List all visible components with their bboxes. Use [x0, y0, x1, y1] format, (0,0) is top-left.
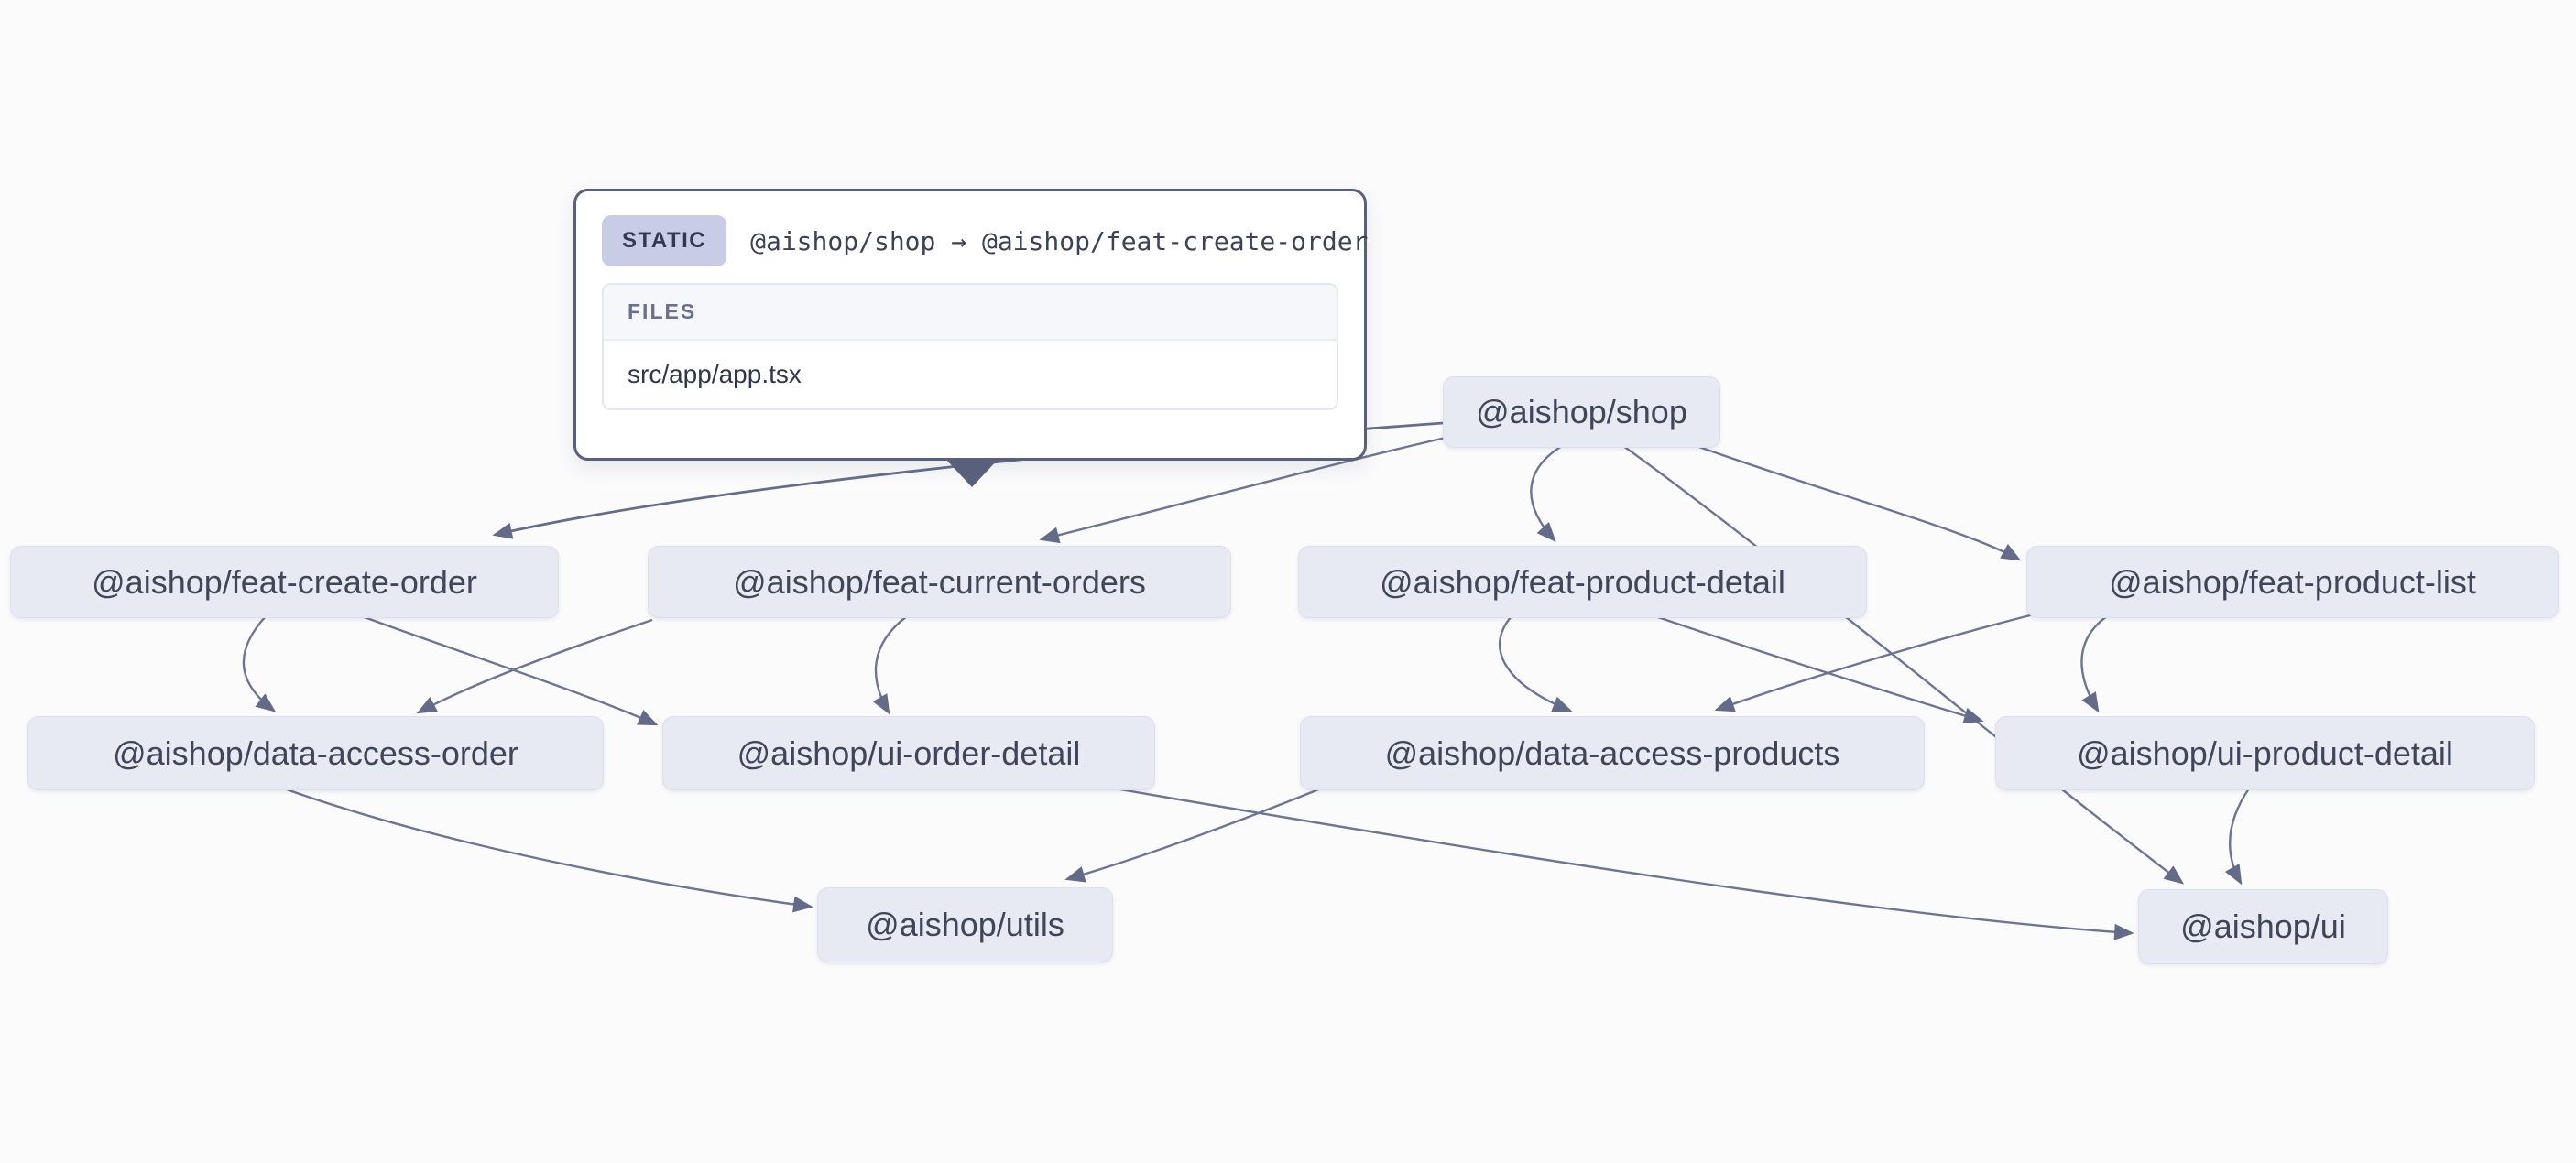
edge-feat-current-orders-to-data-access-order[interactable]	[416, 618, 653, 714]
edge-feat-current-orders-to-ui-order-detail[interactable]	[872, 615, 908, 715]
node-feat-product-list[interactable]: @aishop/feat-product-list	[2026, 546, 2559, 618]
tooltip-caret	[945, 459, 999, 487]
edge-route-text: @aishop/shop → @aishop/feat-create-order	[750, 225, 1369, 256]
file-path-item[interactable]: src/app/app.tsx	[604, 341, 1337, 408]
files-panel: FILES src/app/app.tsx	[602, 283, 1338, 410]
node-utils[interactable]: @aishop/utils	[817, 887, 1113, 962]
node-feat-create-order[interactable]: @aishop/feat-create-order	[10, 546, 559, 618]
edge-feat-product-list-to-ui-product-detail[interactable]	[2080, 615, 2108, 713]
edge-data-access-products-to-utils[interactable]	[1064, 787, 1322, 883]
edge-shop-to-feat-product-detail[interactable]	[1530, 444, 1563, 542]
edge-shop-to-ui[interactable]	[1622, 445, 2185, 885]
edge-data-access-order-to-utils[interactable]	[283, 787, 813, 913]
edge-ui-product-detail-to-ui[interactable]	[2224, 788, 2250, 886]
files-header-label: FILES	[604, 285, 1337, 341]
tooltip-header: STATIC @aishop/shop → @aishop/feat-creat…	[602, 215, 1368, 266]
static-badge: STATIC	[602, 215, 727, 266]
edge-feat-create-order-to-data-access-order[interactable]	[242, 615, 277, 712]
node-data-access-order[interactable]: @aishop/data-access-order	[27, 716, 604, 790]
edge-feat-product-list-to-data-access-products[interactable]	[1714, 613, 2035, 712]
edge-feat-create-order-to-ui-order-detail[interactable]	[361, 614, 659, 726]
node-ui-product-detail[interactable]: @aishop/ui-product-detail	[1995, 716, 2535, 790]
node-ui-order-detail[interactable]: @aishop/ui-order-detail	[662, 716, 1155, 790]
edge-feat-product-detail-to-ui-product-detail[interactable]	[1654, 614, 1984, 724]
edge-tooltip: STATIC @aishop/shop → @aishop/feat-creat…	[573, 189, 1368, 461]
edge-feat-product-detail-to-data-access-products[interactable]	[1498, 615, 1573, 712]
node-feat-product-detail[interactable]: @aishop/feat-product-detail	[1298, 546, 1867, 618]
edge-shop-to-feat-product-list[interactable]	[1696, 444, 2022, 561]
edge-ui-order-detail-to-ui[interactable]	[1114, 787, 2134, 940]
node-feat-current-orders[interactable]: @aishop/feat-current-orders	[648, 546, 1231, 618]
edge-shop-to-feat-current-orders[interactable]	[1039, 436, 1446, 544]
node-shop[interactable]: @aishop/shop	[1443, 376, 1720, 448]
node-ui[interactable]: @aishop/ui	[2138, 889, 2388, 964]
node-data-access-products[interactable]: @aishop/data-access-products	[1300, 716, 1925, 790]
